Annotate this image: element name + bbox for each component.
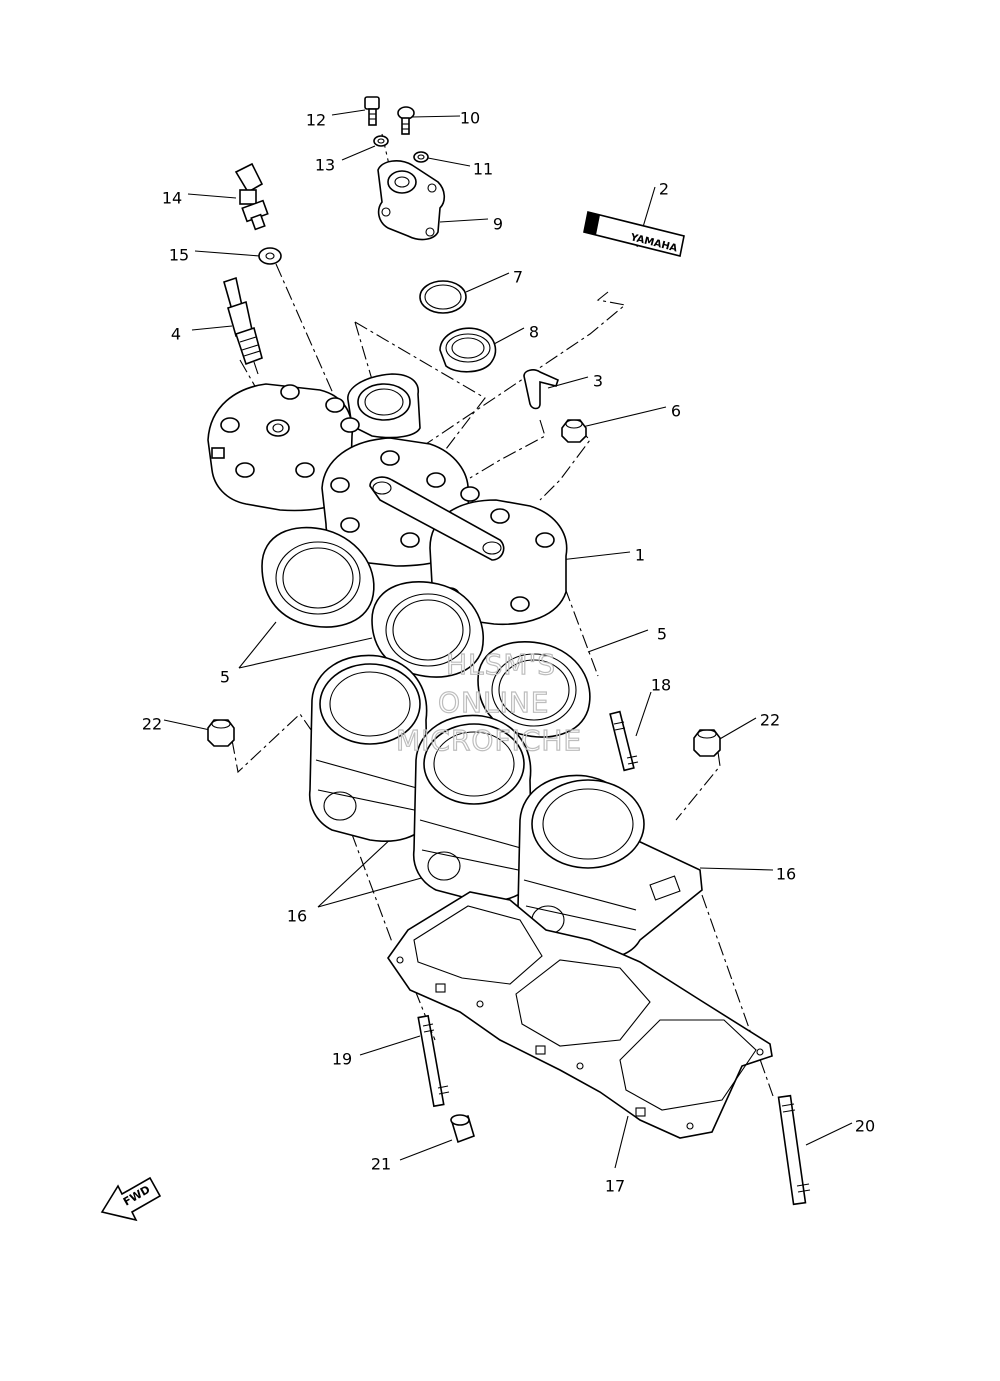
- callout-7: 7: [513, 268, 523, 287]
- part-2-label: YAMAHA: [583, 211, 685, 257]
- callout-13: 13: [315, 156, 335, 175]
- callout-1: 1: [635, 546, 645, 565]
- callout-9: 9: [493, 215, 503, 234]
- part-9-thermostat-cover: [377, 160, 446, 241]
- part-4-spark-plug: [223, 276, 263, 375]
- callout-5: 5: [220, 668, 230, 687]
- part-8-seal: [439, 327, 497, 373]
- part-18-stud: [609, 710, 639, 772]
- callout-18: 18: [651, 676, 671, 695]
- part-17-base-gasket: [387, 891, 773, 1139]
- callout-22: 22: [760, 711, 780, 730]
- watermark-line-2: ONLINE: [438, 686, 549, 719]
- part-22-nuts: [207, 719, 721, 757]
- callout-2: 2: [659, 180, 669, 199]
- callout-15: 15: [169, 246, 189, 265]
- callout-22: 22: [142, 715, 162, 734]
- callout-20: 20: [855, 1117, 875, 1136]
- callout-3: 3: [593, 372, 603, 391]
- callout-21: 21: [371, 1155, 391, 1174]
- callout-16: 16: [776, 865, 796, 884]
- callout-6: 6: [671, 402, 681, 421]
- part-12-bolt: [364, 96, 380, 126]
- fwd-arrow: FWD: [100, 1176, 162, 1222]
- part-15-washer: [258, 247, 282, 265]
- part-10-bolt: [397, 106, 415, 135]
- part-19-stud: [417, 1014, 450, 1108]
- watermark-line-1: HLSM'S: [446, 648, 556, 681]
- part-16-cylinders: [308, 654, 703, 961]
- part-6-nut: [561, 419, 587, 443]
- watermark: HLSM'S ONLINE MICROFICHE: [395, 647, 582, 757]
- part-1-cylinder-head: [207, 373, 568, 626]
- callout-17: 17: [605, 1177, 625, 1196]
- callout-11: 11: [473, 160, 493, 179]
- callout-14: 14: [162, 189, 182, 208]
- part-11-washer: [413, 151, 429, 163]
- callout-4: 4: [171, 325, 181, 344]
- part-14-sensor: [234, 162, 269, 231]
- part-20-stud: [777, 1094, 811, 1206]
- callout-12: 12: [306, 111, 326, 130]
- part-7-o-ring: [419, 280, 467, 314]
- callout-5: 5: [657, 625, 667, 644]
- part-5-head-gaskets: [261, 526, 591, 738]
- watermark-line-3: MICROFICHE: [396, 724, 582, 757]
- callout-8: 8: [529, 323, 539, 342]
- part-3-fitting: [523, 369, 559, 410]
- callout-16: 16: [287, 907, 307, 926]
- callout-10: 10: [460, 109, 480, 128]
- callout-19: 19: [332, 1050, 352, 1069]
- part-21-nut: [450, 1114, 475, 1144]
- part-13-washer: [373, 135, 389, 147]
